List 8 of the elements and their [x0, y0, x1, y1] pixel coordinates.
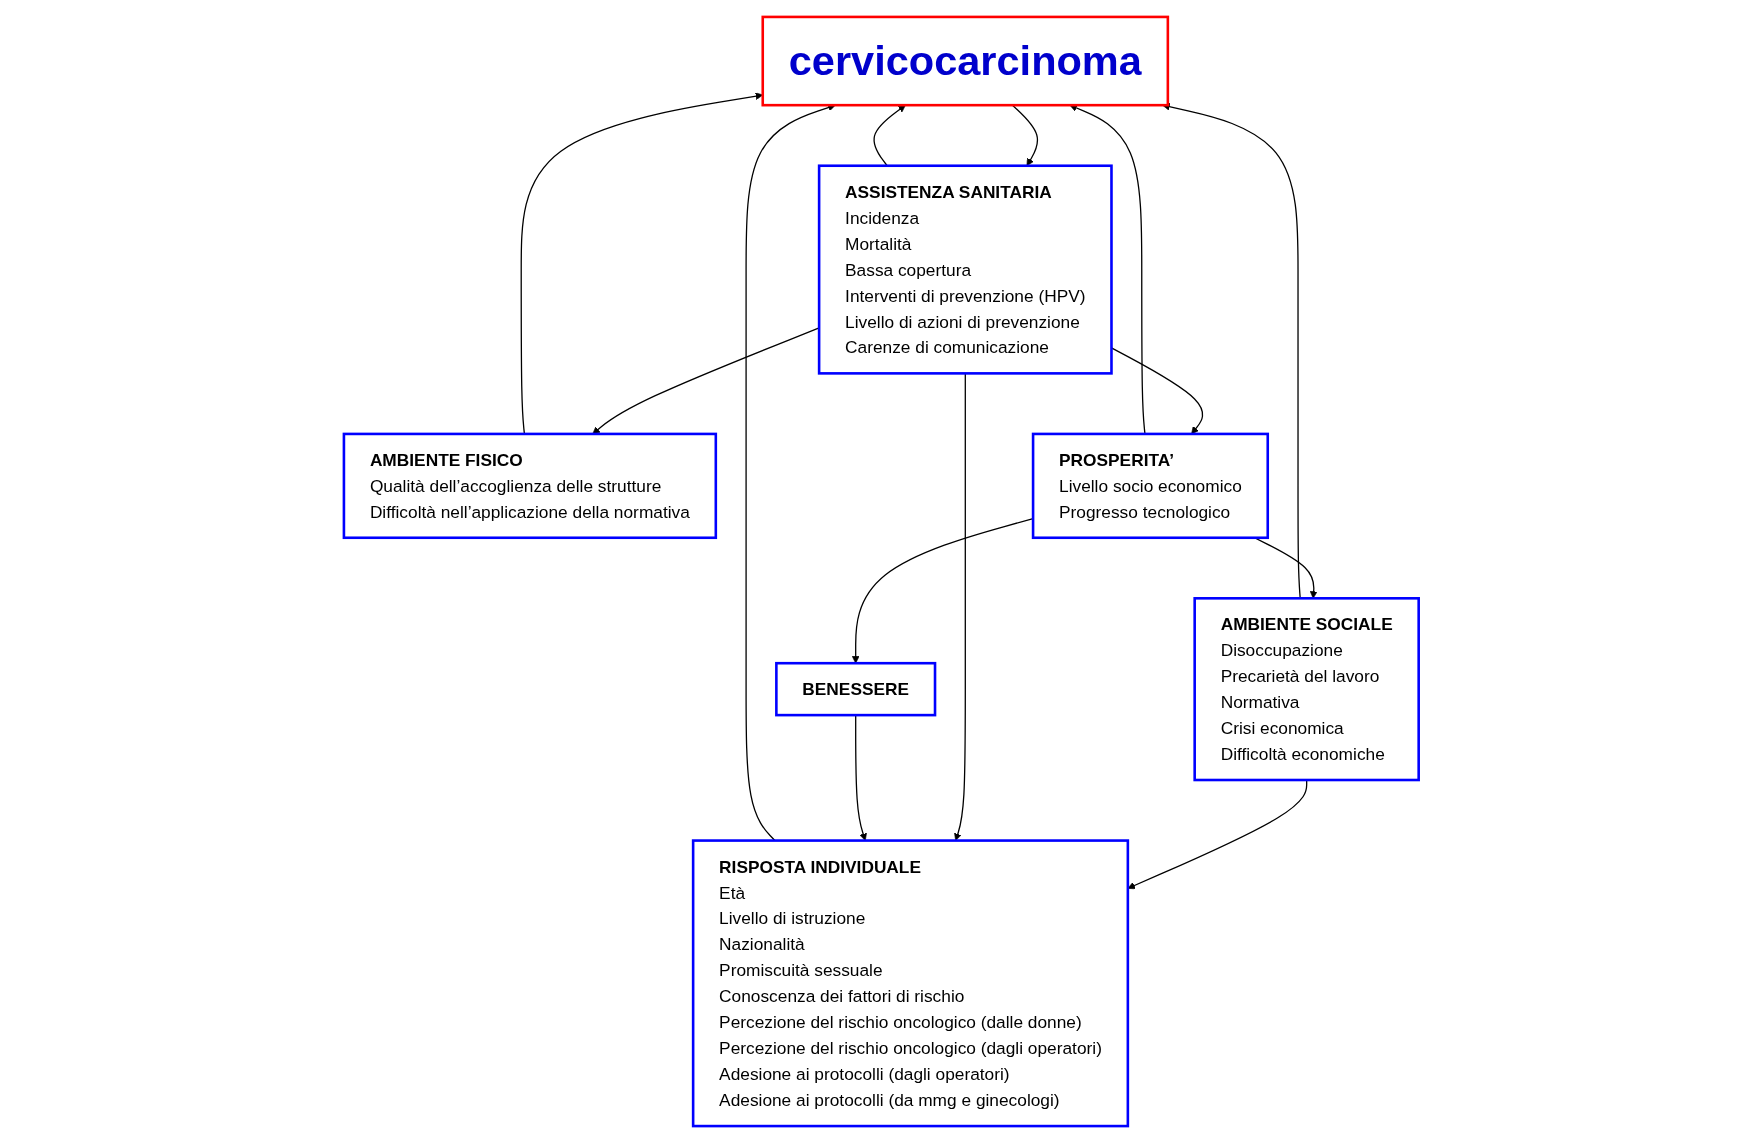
arrow — [1161, 102, 1301, 599]
node-box: cervicocarcinoma — [761, 15, 1169, 107]
node-box: AMBIENTE FISICO Qualità dell’accoglienza delle strutture Difficoltà nell’applicazione della normativa — [342, 432, 717, 540]
node-box: ASSISTENZA SANITARIA Incidenza Mortalità Bassa copertura Interventi di prevenzione (HPV) Livello di azioni di prevenzione Carenze di comunicazione — [817, 164, 1113, 375]
node-box: BENESSERE — [774, 661, 936, 717]
node-box: RISPOSTA INDIVIDUALE Età Livello di istruzione Nazionalità Promiscuità sessuale Conoscenza dei fattori di rischio Percezione del rischio oncologico (dalle donne) Percezione del rischio oncologico (dagli operatori) Adesione ai protocolli (dagli operatori) Adesione ai protocolli (da mmg e ginecologi) — [691, 839, 1129, 1128]
node-box: PROSPERITA’ Livello socio economico Progresso tecnologico — [1031, 432, 1269, 540]
node-box: AMBIENTE SOCIALE Disoccupazione Precarietà del lavoro Normativa Crisi economica Difficoltà economiche — [1193, 597, 1420, 782]
